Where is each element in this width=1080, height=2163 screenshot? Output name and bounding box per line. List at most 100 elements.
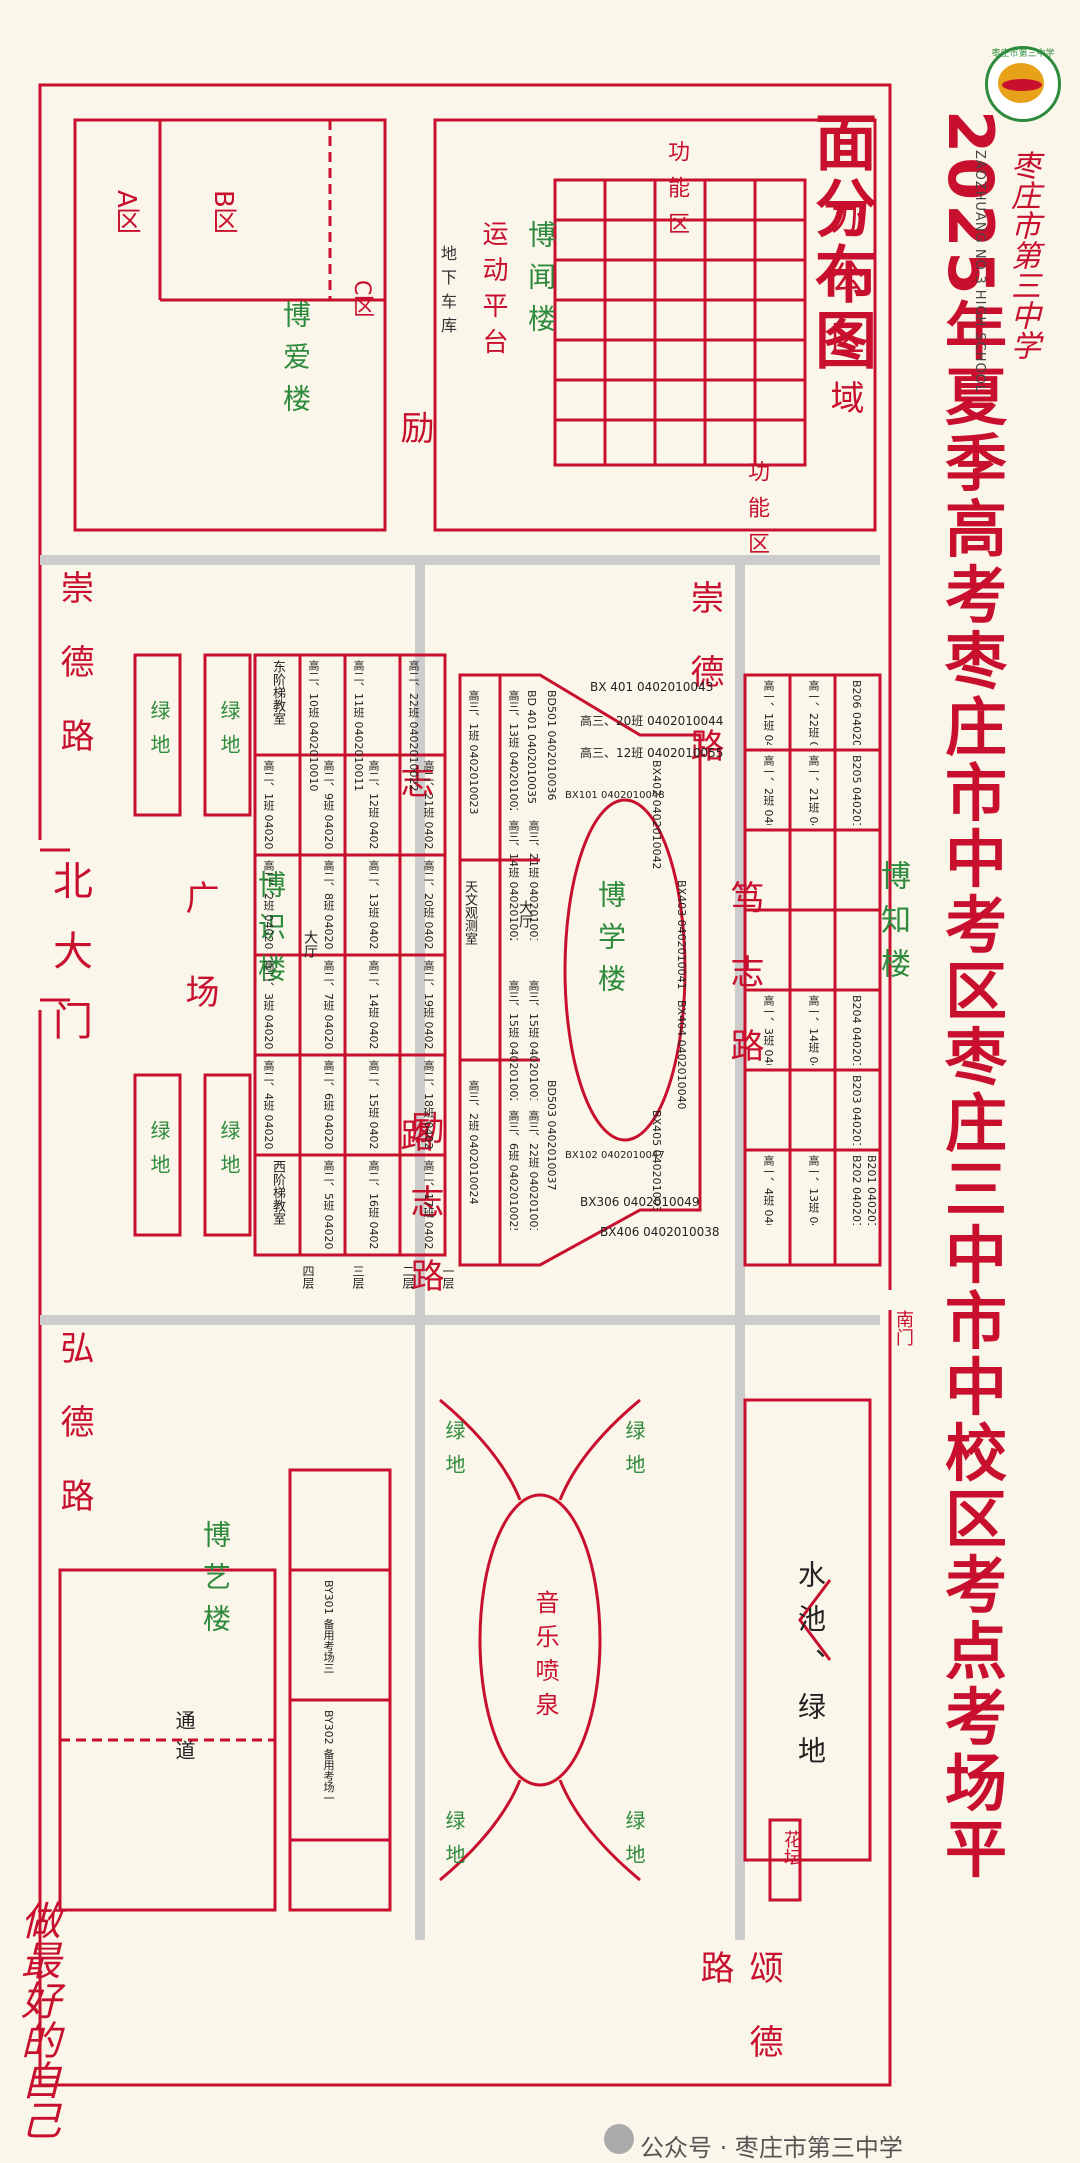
- b-zone-label: B区: [208, 190, 238, 234]
- signature: 做最好的自己: [14, 1900, 60, 2140]
- boxue-col2-1: 高三、14班 0402010027: [507, 820, 520, 940]
- function-area-1: 功能区: [664, 140, 689, 248]
- bozhi-col3-2: 高一、3班 0402010059: [762, 995, 775, 1065]
- square-label: 广场: [179, 880, 219, 1068]
- boshi-floor2-5: 高二、17班 0402010017: [422, 1160, 435, 1250]
- boxue-building-label: 博学楼: [594, 880, 627, 1006]
- outer-wall: [38, 83, 892, 1290]
- hall-boshi: 大厅: [302, 930, 318, 958]
- east-stairs: 东阶梯教室: [270, 660, 285, 725]
- bozhi-col1-0: B206 0402010081: [850, 680, 863, 745]
- bozhi-building-label: 博知楼: [875, 860, 910, 992]
- green-2: [203, 653, 252, 817]
- green-1: [133, 653, 182, 817]
- west-stairs: 西阶梯教室: [270, 1160, 285, 1225]
- fountain: [478, 1493, 602, 1787]
- boyi-building-label: 博艺楼: [199, 1520, 232, 1646]
- green-label-6: 绿地: [442, 1420, 466, 1488]
- boxue-col3-1: 高三、21班 0402010034: [527, 820, 540, 940]
- boxue-small-1: BX102 0402010047: [565, 1150, 665, 1161]
- boxue-ring-6: BX405 0402010039: [650, 1110, 663, 1210]
- boai-building: 博爱楼: [279, 300, 312, 426]
- map-title: 2025年夏季高考枣庄市中考区枣庄三中市中校区考点考场平面分布图: [804, 110, 1007, 1883]
- boxue-ring-1: 高三、20班 0402010044: [580, 714, 724, 728]
- c-zone-label: C区: [349, 280, 374, 318]
- boxue-building: [458, 673, 702, 1267]
- road-lizhi-2: 励志路: [404, 1110, 444, 1332]
- boshi-floor0-3: 高二、4班 0402010004: [262, 1060, 275, 1150]
- footer-text: 公众号 · 枣庄市第三中学: [640, 2134, 903, 2162]
- boshi-floor1a-3: 高二、14班 0402010014: [367, 960, 380, 1050]
- boshi-floor2-4: 高二、18班 0402010018: [422, 1060, 435, 1150]
- floor-label-1: 一层: [441, 1265, 455, 1289]
- office-grid: [553, 178, 807, 467]
- hall-boxue: 大厅: [517, 900, 533, 928]
- boxue-col4-0: BD501 0402010036: [545, 690, 558, 801]
- flower-bed: [768, 1818, 802, 1902]
- block-ac: [73, 118, 387, 532]
- green-label-7: 绿地: [622, 1810, 646, 1878]
- boxue-ring-0: BX 401 0402010043: [590, 680, 714, 694]
- sports-platform: 运动平台: [478, 220, 508, 364]
- boshi-floor0-2: 高二、3班 0402010003: [262, 960, 275, 1050]
- green-label-5: 绿地: [622, 1420, 646, 1488]
- bozhi-col1-4: B202 0402010064: [850, 1155, 863, 1225]
- boxue-col1-0: 高三、1班 0402010023: [467, 690, 480, 815]
- bozhi-col1-2: B204 0402010066: [850, 995, 863, 1065]
- boxue-ring-7: BX406 0402010038: [600, 1225, 720, 1239]
- green-label-1: 绿地: [147, 700, 171, 768]
- boyi-room-1: BY302 备用考场一: [322, 1710, 335, 1804]
- school-logo: 枣庄市第三中学: [985, 46, 1061, 122]
- boxue-ring-8: BX306 0402010049: [580, 1195, 700, 1209]
- boxue-col4-1: BD503 0402010037: [545, 1080, 558, 1191]
- green-label-2: 绿地: [217, 700, 241, 768]
- green-label-8: 绿地: [442, 1810, 466, 1878]
- floor-label-3: 三层: [351, 1265, 365, 1289]
- pool-label: 水池、绿地: [794, 1560, 827, 1780]
- boshi-floor1a-1: 高二、12班 0402010012: [367, 760, 380, 850]
- function-area-2: 功能区: [744, 460, 769, 568]
- school-name: 枣庄市第三中学: [1005, 150, 1040, 360]
- logo-wave: [1002, 79, 1042, 91]
- boshi-floor2-3: 高二、19班 0402010019: [422, 960, 435, 1050]
- road-dushi: 笃志路: [724, 880, 764, 1102]
- road-chongde-2: 崇德路: [684, 580, 724, 802]
- wechat-icon: [604, 2124, 634, 2154]
- school-name-en: ZAOZHUANG NO.3 HIGH SCHOOL: [972, 150, 987, 394]
- boshi-floor0-0: 高二、1班 0402010001: [262, 760, 275, 850]
- road-chongde-1: 崇德路: [54, 570, 94, 792]
- boxue-ring-5: BX404 0402010040: [675, 1000, 688, 1110]
- boshi-floor1b-2: 高二、8班 0402010008: [322, 860, 335, 950]
- north-gate[interactable]: 北大门: [46, 860, 92, 1070]
- boxue-col3-2: 高三、15班 0402010031: [527, 980, 540, 1100]
- bowen-building: 博闻楼: [524, 220, 557, 346]
- bozhi-col1-5: B201 0402010063: [865, 1155, 878, 1225]
- boxue-col1-1: 高三、2班 0402010024: [467, 1080, 480, 1205]
- bozhi-building: [743, 673, 882, 1267]
- bozhi-col2-1: 高一、21班 0402010078: [807, 755, 820, 825]
- bozhi-col2-3: 高一、13班 0402010062: [807, 1155, 820, 1225]
- green-label-4: 绿地: [217, 1120, 241, 1188]
- boshi-floor1a-0: 高二、11班 0402010011: [352, 660, 365, 792]
- boyi-building: [288, 1468, 392, 1912]
- boshi-floor1b-1: 高二、9班 0402010009: [322, 760, 335, 850]
- boshi-floor2-0: 高二、22班 0402010022: [407, 660, 420, 792]
- boxue-ring-3: BX402 0402010042: [650, 760, 663, 870]
- bozhi-col3-0: 高一、1班 0402010061: [762, 680, 775, 745]
- flower-label: 花坛: [781, 1830, 802, 1866]
- boxue-col3-0: BD 401 0402010035: [525, 690, 538, 804]
- outer-wall-south: [38, 1010, 892, 2087]
- a-zone-label: A区: [111, 190, 141, 234]
- boshi-floor1b-4: 高二、6班 0402010006: [322, 1060, 335, 1150]
- road-lizhi-1: 励志路: [394, 410, 434, 1472]
- bozhi-col2-2: 高一、14班 0402010066: [807, 995, 820, 1065]
- south-gate[interactable]: 南门: [893, 1310, 914, 1346]
- boxue-small-0: BX101 0402010048: [565, 790, 665, 801]
- bozhi-col1-3: B203 0402010065: [850, 1075, 863, 1145]
- green-4: [203, 1073, 252, 1237]
- floor-label-2: 二层: [401, 1265, 415, 1289]
- boxue-col3-3: 高三、22班 0402010033: [527, 1110, 540, 1230]
- boxue-ring-2: 高三、12班 0402010055: [580, 746, 724, 760]
- road-song: 颂德路: [694, 1950, 783, 2098]
